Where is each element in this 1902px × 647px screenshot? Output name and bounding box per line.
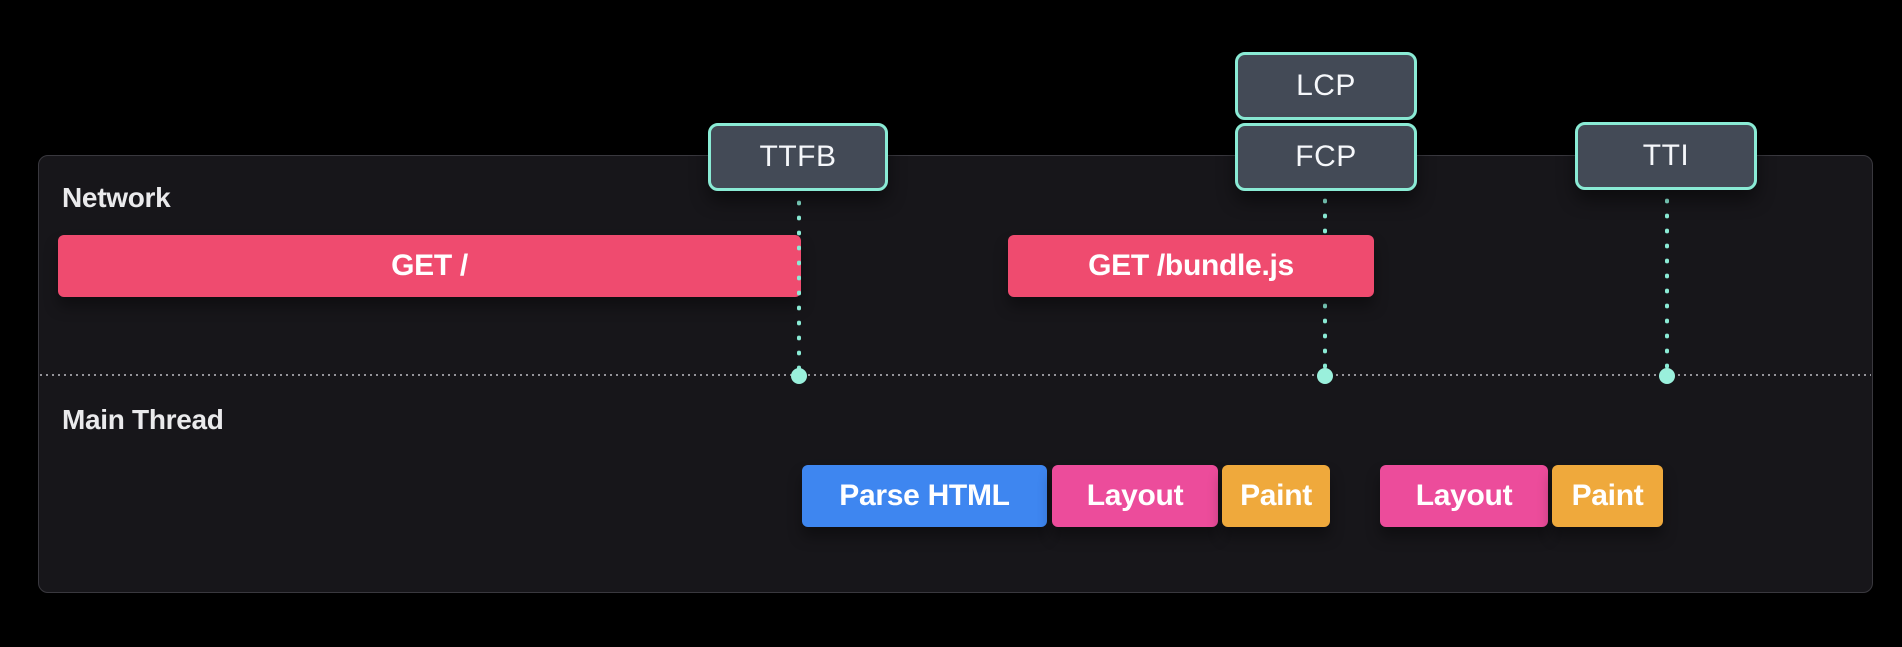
bar-get-bundle: GET /bundle.js: [1008, 235, 1374, 297]
bar-parse-html-label: Parse HTML: [839, 479, 1010, 512]
bar-paint-1-label: Paint: [1240, 479, 1312, 512]
marker-lcp: LCP: [1235, 52, 1417, 120]
bar-parse-html: Parse HTML: [802, 465, 1047, 527]
bar-paint-2: Paint: [1552, 465, 1663, 527]
bar-layout-2: Layout: [1380, 465, 1548, 527]
marker-tti: TTI: [1575, 122, 1757, 190]
lane-divider: [40, 374, 1871, 376]
marker-ttfb-label: TTFB: [759, 140, 837, 173]
bar-layout-1-label: Layout: [1086, 479, 1184, 512]
fcp-timeline-dot: [1317, 368, 1333, 384]
marker-tti-label: TTI: [1642, 139, 1690, 172]
marker-fcp-label: FCP: [1295, 140, 1357, 173]
tti-marker-line: [1665, 194, 1669, 372]
bar-paint-2-label: Paint: [1571, 479, 1644, 512]
bar-get-bundle-label: GET /bundle.js: [1088, 249, 1294, 282]
bar-layout-1: Layout: [1052, 465, 1218, 527]
bar-paint-1: Paint: [1222, 465, 1330, 527]
marker-fcp: FCP: [1235, 123, 1417, 191]
bar-get-root: GET /: [58, 235, 801, 297]
tti-timeline-dot: [1659, 368, 1675, 384]
network-lane-label: Network: [62, 182, 171, 213]
marker-lcp-label: LCP: [1296, 69, 1356, 102]
ttfb-marker-line: [797, 196, 801, 372]
marker-ttfb: TTFB: [708, 123, 888, 191]
ttfb-timeline-dot: [791, 368, 807, 384]
main-thread-lane-label: Main Thread: [62, 404, 224, 435]
bar-get-root-label: GET /: [391, 249, 468, 282]
bar-layout-2-label: Layout: [1415, 479, 1513, 512]
